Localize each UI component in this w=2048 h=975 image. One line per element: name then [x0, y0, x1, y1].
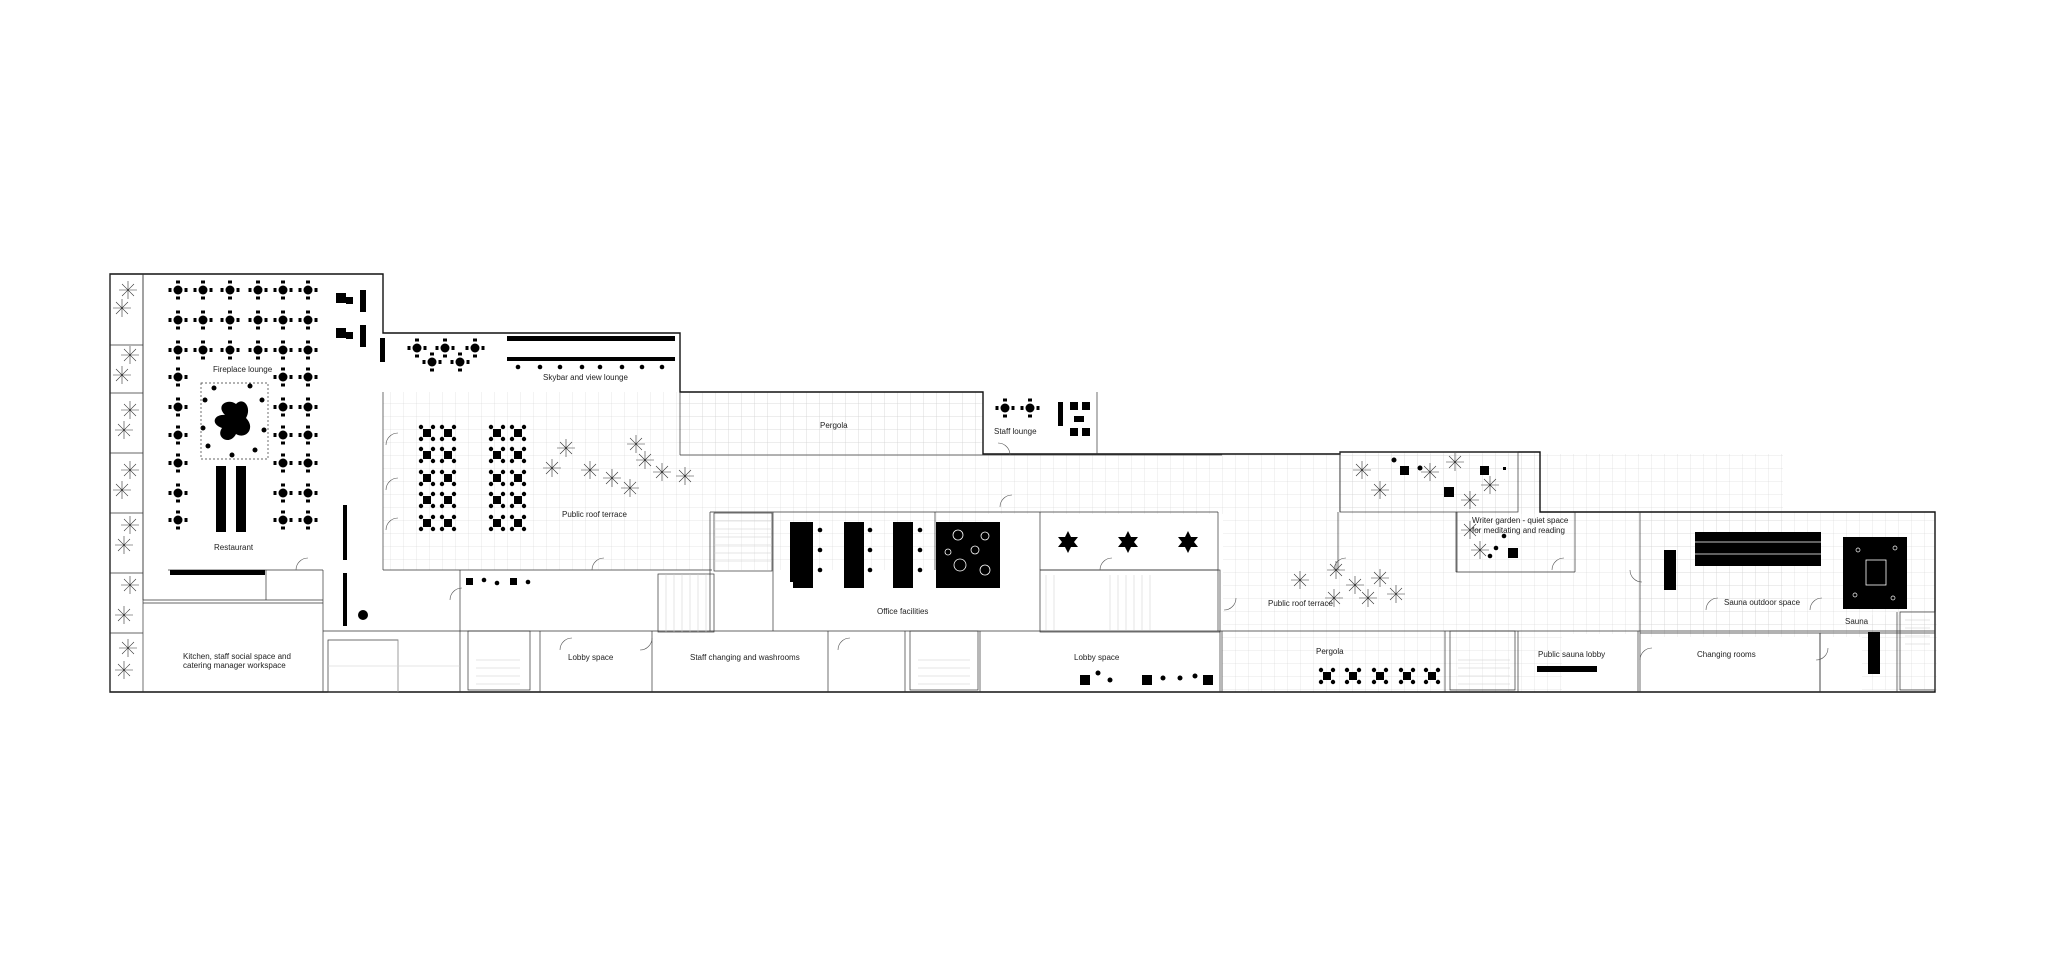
label-pergola-top: Pergola	[820, 421, 848, 430]
label-public-roof-terrace-left: Public roof terrace	[562, 510, 627, 519]
planters-left	[112, 280, 140, 680]
label-changing-rooms: Changing rooms	[1697, 650, 1756, 659]
label-staff-changing: Staff changing and washrooms	[690, 653, 800, 662]
office-furniture	[790, 522, 1000, 588]
label-sauna: Sauna	[1845, 617, 1869, 626]
room-labels: Fireplace lounge Restaurant Skybar and v…	[183, 365, 1869, 670]
meeting-tables	[1039, 531, 1221, 633]
label-fireplace-lounge: Fireplace lounge	[213, 365, 273, 374]
label-pergola-bottom: Pergola	[1316, 647, 1344, 656]
sauna-furniture	[1537, 532, 1936, 691]
label-writer-garden-1: Writer garden - quiet space	[1472, 516, 1569, 525]
label-public-sauna-lobby: Public sauna lobby	[1538, 650, 1605, 659]
lower-furniture	[327, 630, 1516, 693]
terrace-seats-left	[466, 577, 531, 586]
label-lobby-right: Lobby space	[1074, 653, 1120, 662]
doors	[295, 432, 1829, 661]
skybar-furniture	[407, 336, 675, 372]
writer-garden-furniture	[1339, 451, 1519, 560]
staff-lounge-furniture	[995, 398, 1090, 436]
label-staff-lounge: Staff lounge	[994, 427, 1037, 436]
label-kitchen-2: catering manager workspace	[183, 661, 286, 670]
label-skybar: Skybar and view lounge	[543, 373, 628, 382]
label-writer-garden-2: for meditating and reading	[1472, 526, 1565, 535]
restaurant-benches	[170, 466, 368, 626]
label-public-roof-terrace-right: Public roof terrace	[1268, 599, 1333, 608]
label-lobby-left: Lobby space	[568, 653, 614, 662]
label-office-facilities: Office facilities	[877, 607, 928, 616]
booth-seating	[336, 290, 385, 362]
label-kitchen-1: Kitchen, staff social space and	[183, 652, 291, 661]
stairs-left	[657, 512, 773, 633]
label-restaurant: Restaurant	[214, 543, 254, 552]
fireplace	[200, 382, 269, 460]
label-sauna-outdoor: Sauna outdoor space	[1724, 598, 1801, 607]
